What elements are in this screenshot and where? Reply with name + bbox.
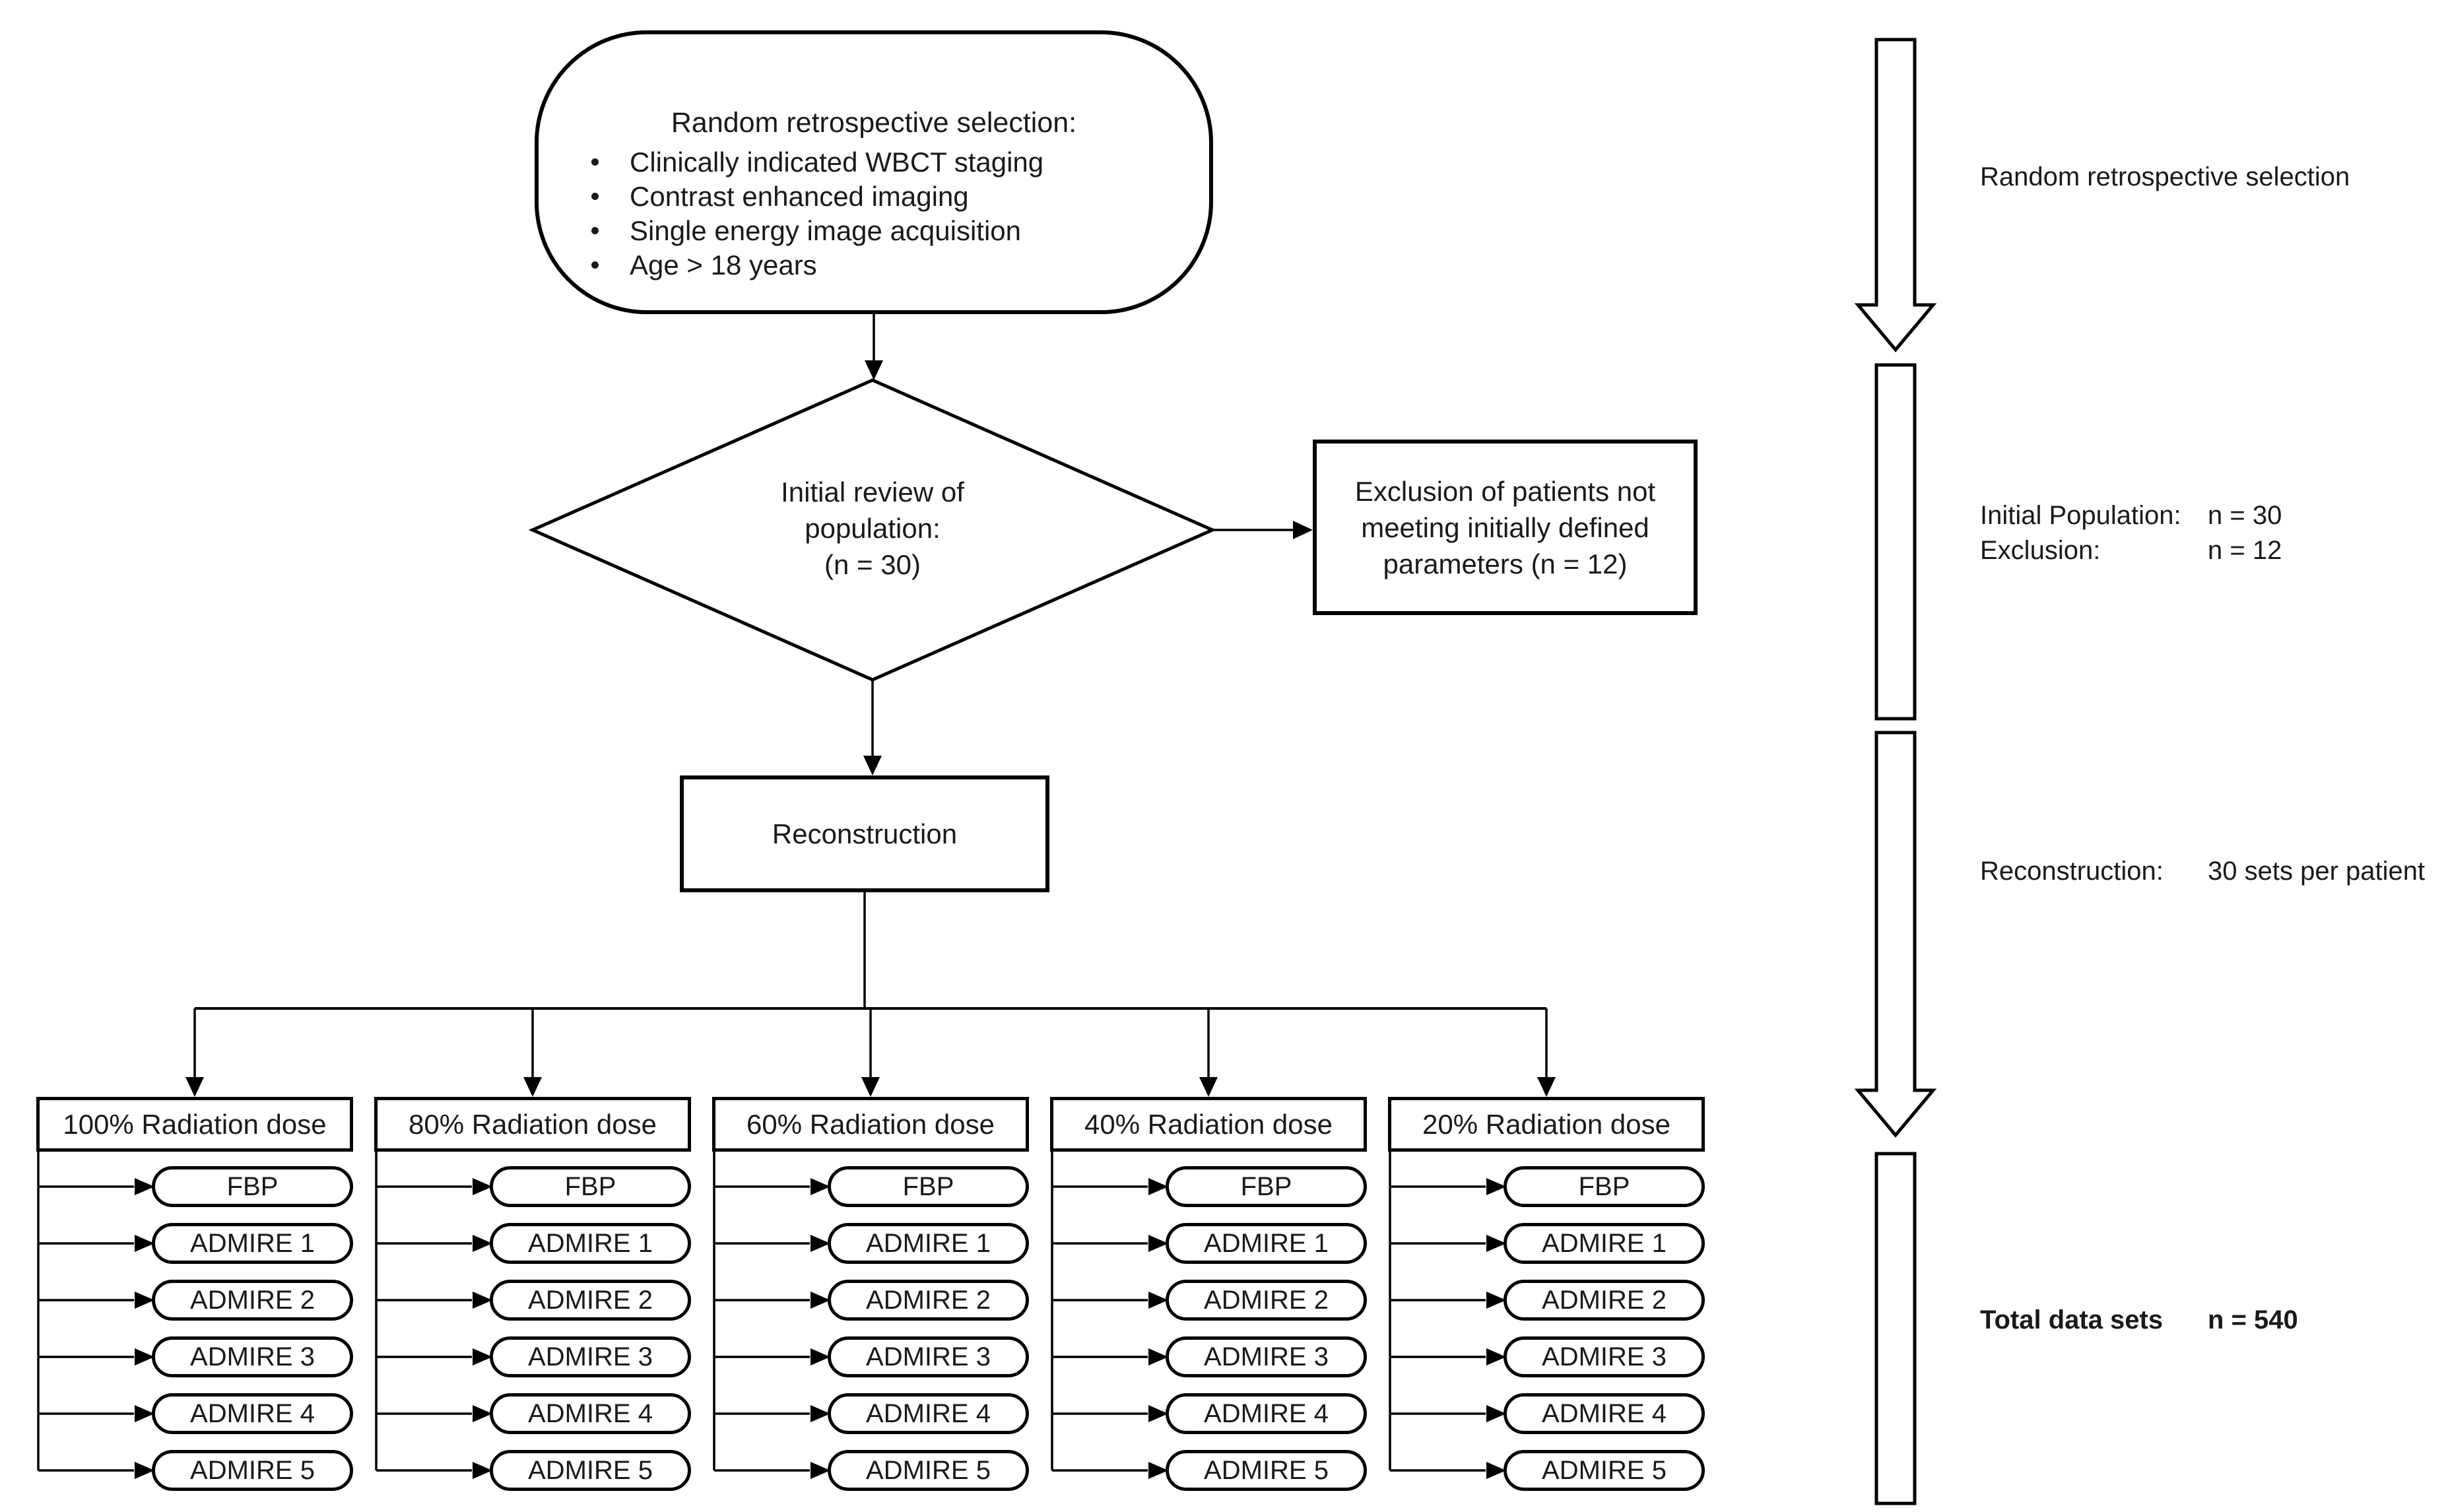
list-item: Age > 18 years <box>586 248 1043 282</box>
decision-line: Initial review of <box>781 477 964 508</box>
recon-pill: ADMIRE 2 <box>1504 1280 1705 1321</box>
recon-pill: ADMIRE 1 <box>490 1223 691 1264</box>
decision-line: (n = 30) <box>824 549 921 580</box>
recon-pill: ADMIRE 3 <box>828 1336 1029 1377</box>
recon-pill: ADMIRE 3 <box>152 1336 353 1377</box>
recon-pill: ADMIRE 3 <box>490 1336 691 1377</box>
recon-pill: ADMIRE 2 <box>152 1280 353 1321</box>
start-title: Random retrospective selection: <box>671 107 1077 139</box>
recon-pill: ADMIRE 4 <box>152 1393 353 1434</box>
criterion-label: Clinically indicated WBCT staging <box>630 147 1044 178</box>
recon-pill: ADMIRE 1 <box>828 1223 1029 1264</box>
recon-pill: FBP <box>1166 1166 1367 1207</box>
reconstruction-box: Reconstruction <box>680 775 1049 892</box>
recon-pill: ADMIRE 2 <box>1166 1280 1367 1321</box>
summary-bar-2 <box>1874 363 1917 721</box>
dose-header: 20% Radiation dose <box>1388 1097 1705 1152</box>
recon-pill: FBP <box>1504 1166 1705 1207</box>
recon-pill: FBP <box>490 1166 691 1207</box>
recon-pill: ADMIRE 4 <box>1166 1393 1367 1434</box>
summary-row-label: Exclusion: <box>1980 536 2101 565</box>
recon-pill: ADMIRE 4 <box>828 1393 1029 1434</box>
exclusion-line: parameters (n = 12) <box>1383 548 1628 579</box>
recon-pill: FBP <box>828 1166 1029 1207</box>
recon-pill: FBP <box>152 1166 353 1207</box>
recon-pill: ADMIRE 1 <box>1166 1223 1367 1264</box>
recon-pill: ADMIRE 5 <box>490 1450 691 1491</box>
recon-pill: ADMIRE 5 <box>828 1450 1029 1491</box>
dose-header: 80% Radiation dose <box>374 1097 691 1152</box>
summary-row: Exclusion: n = 12 <box>1980 533 2442 568</box>
summary-total-row: Total data sets n = 540 <box>1980 1302 2442 1338</box>
bullet-icon <box>591 261 599 269</box>
recon-pill: ADMIRE 1 <box>1504 1223 1705 1264</box>
reconstruction-label: Reconstruction <box>772 818 958 849</box>
dose-column-100: 100% Radiation dose FBP ADMIRE 1 ADMIRE … <box>36 0 353 1512</box>
arrowhead-icon <box>1293 521 1313 539</box>
dose-column-60: 60% Radiation dose FBP ADMIRE 1 ADMIRE 2… <box>712 0 1029 1512</box>
start-criteria-list: Clinically indicated WBCT staging Contra… <box>586 145 1043 282</box>
summary-row-value: n = 30 <box>2208 501 2282 530</box>
recon-pill: ADMIRE 4 <box>1504 1393 1705 1434</box>
arrowhead-icon <box>865 360 883 380</box>
arrowhead-icon <box>863 756 882 775</box>
summary-step1-label: Random retrospective selection <box>1980 162 2350 191</box>
criterion-label: Single energy image acquisition <box>630 215 1022 246</box>
exclusion-box: Exclusion of patients not meeting initia… <box>1313 440 1698 615</box>
dose-header: 40% Radiation dose <box>1050 1097 1367 1152</box>
recon-pill: ADMIRE 5 <box>152 1450 353 1491</box>
bullet-icon <box>591 227 599 234</box>
list-item: Contrast enhanced imaging <box>586 180 1043 214</box>
summary-hollow-arrow-1 <box>1854 38 1937 352</box>
summary-row-label: Initial Population: <box>1980 501 2181 530</box>
dose-column-80: 80% Radiation dose FBP ADMIRE 1 ADMIRE 2… <box>374 0 691 1512</box>
summary-row-label: Reconstruction: <box>1980 857 2164 886</box>
summary-row-value: n = 12 <box>2208 536 2282 565</box>
decision-label: Initial review of population: (n = 30) <box>675 474 1071 583</box>
recon-pill: ADMIRE 4 <box>490 1393 691 1434</box>
recon-pill: ADMIRE 5 <box>1504 1450 1705 1491</box>
recon-pill: ADMIRE 3 <box>1504 1336 1705 1377</box>
exclusion-line: Exclusion of patients not <box>1354 475 1656 507</box>
dose-header: 60% Radiation dose <box>712 1097 1029 1152</box>
bullet-icon <box>591 193 599 200</box>
criterion-label: Age > 18 years <box>630 249 817 280</box>
list-item: Single energy image acquisition <box>586 214 1043 248</box>
summary-row-value: n = 540 <box>2208 1305 2298 1334</box>
decision-line: population: <box>805 513 941 544</box>
recon-pill: ADMIRE 1 <box>152 1223 353 1264</box>
dose-column-20: 20% Radiation dose FBP ADMIRE 1 ADMIRE 2… <box>1388 0 1705 1512</box>
summary-row: Initial Population: n = 30 <box>1980 498 2442 533</box>
bullet-icon <box>591 158 599 166</box>
dose-header: 100% Radiation dose <box>36 1097 353 1152</box>
start-terminator: Random retrospective selection: Clinical… <box>535 30 1213 314</box>
summary-row-label: Total data sets <box>1980 1305 2164 1334</box>
recon-pill: ADMIRE 2 <box>490 1280 691 1321</box>
summary-row: Reconstruction: 30 sets per patient <box>1980 853 2442 889</box>
recon-pill: ADMIRE 2 <box>828 1280 1029 1321</box>
exclusion-line: meeting initially defined <box>1361 511 1649 543</box>
criterion-label: Contrast enhanced imaging <box>630 181 969 212</box>
summary-row-value: 30 sets per patient <box>2208 857 2426 886</box>
list-item: Clinically indicated WBCT staging <box>586 145 1043 180</box>
recon-pill: ADMIRE 5 <box>1166 1450 1367 1491</box>
dose-column-40: 40% Radiation dose FBP ADMIRE 1 ADMIRE 2… <box>1050 0 1367 1512</box>
recon-pill: ADMIRE 3 <box>1166 1336 1367 1377</box>
summary-hollow-arrow-3 <box>1854 731 1937 1138</box>
summary-bar-4 <box>1874 1152 1917 1505</box>
